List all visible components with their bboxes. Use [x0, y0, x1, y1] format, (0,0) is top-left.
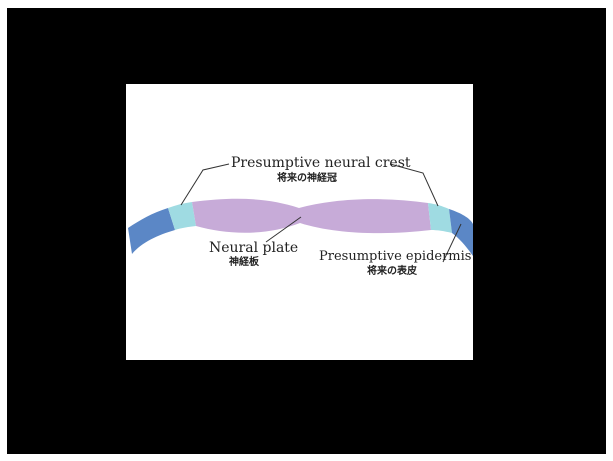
- neural-crest-label: Presumptive neural crest: [231, 156, 411, 170]
- neural-plate-diagram: [126, 84, 473, 360]
- neural-crest-region-right: [428, 203, 452, 233]
- neural-crest-label-jp: 将来の神経冠: [277, 174, 337, 184]
- crest-leader-line-left: [181, 164, 229, 205]
- neural-plate-label: Neural plate: [209, 241, 298, 255]
- neural-plate-label-jp: 神経板: [229, 258, 259, 268]
- epidermis-label-jp: 将来の表皮: [367, 267, 417, 277]
- diagram-panel: Presumptive neural crest 将来の神経冠 Neural p…: [126, 84, 473, 360]
- epidermis-region-left: [128, 208, 175, 254]
- epidermis-label: Presumptive epidermis: [319, 250, 471, 263]
- neural-plate-region: [192, 199, 431, 233]
